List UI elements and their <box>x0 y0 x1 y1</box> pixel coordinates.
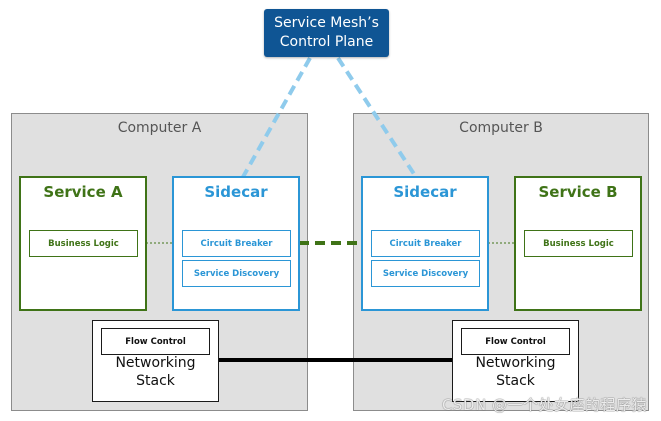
computer-b-title: Computer B <box>459 120 543 136</box>
flow-control-b: Flow Control <box>461 328 570 355</box>
control-plane-box: Service Mesh’s Control Plane <box>264 9 389 57</box>
sidecar-b-title: Sidecar <box>393 183 457 201</box>
service-b-title: Service B <box>538 183 618 201</box>
watermark: CSDN @一个处女座的程序猿 <box>441 396 647 414</box>
service-a-title: Service A <box>43 183 123 201</box>
circuit-breaker-b: Circuit Breaker <box>371 230 480 257</box>
control-plane-to-sidecar-b-line <box>336 56 418 179</box>
computer-a-title: Computer A <box>117 120 202 136</box>
circuit-breaker-b-label: Circuit Breaker <box>389 238 462 249</box>
control-plane-line2: Control Plane <box>279 34 374 50</box>
circuit-breaker-a: Circuit Breaker <box>182 230 291 257</box>
networking-stack-b-line1: Networking <box>475 355 556 371</box>
service-discovery-b: Service Discovery <box>371 260 480 287</box>
sidecar-a-title: Sidecar <box>204 183 268 201</box>
business-logic-b: Business Logic <box>524 230 633 257</box>
networking-stack-b-label: Networking Stack <box>453 354 578 390</box>
control-plane-line1: Service Mesh’s <box>274 15 379 31</box>
business-logic-a-label: Business Logic <box>48 238 119 249</box>
flow-control-a-label: Flow Control <box>125 336 186 347</box>
flow-control-a: Flow Control <box>101 328 210 355</box>
business-logic-a: Business Logic <box>29 230 138 257</box>
control-plane-to-sidecar-a-line <box>241 57 312 178</box>
service-discovery-a-label: Service Discovery <box>193 268 280 279</box>
circuit-breaker-a-label: Circuit Breaker <box>200 238 273 249</box>
flow-control-b-label: Flow Control <box>485 336 546 347</box>
networking-stack-a-line2: Stack <box>136 373 175 389</box>
business-logic-b-label: Business Logic <box>543 238 614 249</box>
service-discovery-b-label: Service Discovery <box>382 268 469 279</box>
networking-stack-b-line2: Stack <box>496 373 535 389</box>
networking-stack-a-line1: Networking <box>115 355 196 371</box>
networking-stack-a-label: Networking Stack <box>93 354 218 390</box>
service-discovery-a: Service Discovery <box>182 260 291 287</box>
